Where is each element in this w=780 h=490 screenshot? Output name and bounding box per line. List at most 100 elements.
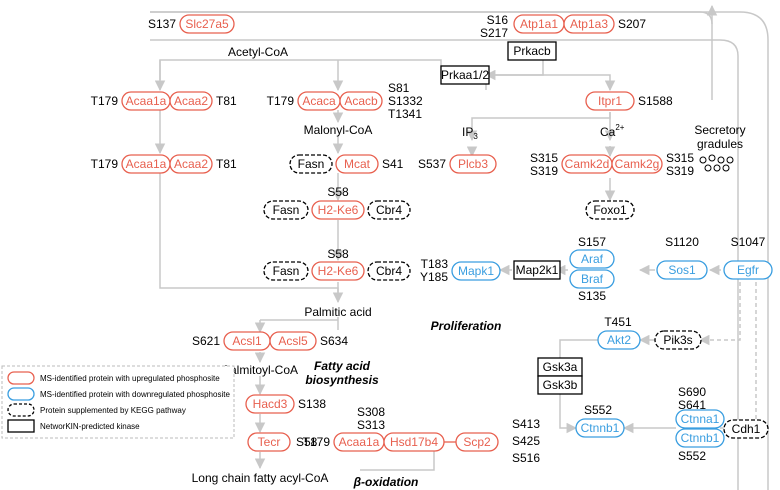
legend-swatch-kegg — [7, 403, 35, 417]
node-acaa1a-2: Acaa1a — [121, 154, 171, 174]
site-label: S58 — [327, 185, 349, 199]
node-akt2: Akt2 — [597, 330, 641, 350]
node-ctnnb1-2: Ctnnb1 — [675, 428, 725, 448]
site-label: T179 — [267, 94, 295, 108]
site-label: S690 — [678, 385, 706, 399]
node-tecr: Tecr — [247, 432, 291, 452]
site-label: S157 — [578, 235, 606, 249]
site-label: S319 — [666, 164, 694, 178]
node-acaa1a-3: Acaa1a — [333, 432, 385, 452]
legend-swatch-up — [7, 371, 35, 385]
node-pik3s: Pik3s — [654, 330, 702, 350]
node-plcb3: Plcb3 — [449, 154, 497, 174]
node-label: Scp2 — [463, 435, 491, 449]
site-label: Y185 — [420, 270, 448, 284]
node-label: Slc27a5 — [185, 17, 229, 31]
node-label: Itpr1 — [598, 94, 622, 108]
node-label: H2-Ke6 — [318, 264, 359, 278]
site-label: S552 — [584, 403, 612, 417]
node-label: Acaa1a — [126, 157, 167, 171]
site-label: S81 — [388, 81, 410, 95]
legend-label-up: MS-identified protein with upregulated p… — [40, 374, 220, 383]
site-label: S634 — [320, 334, 348, 348]
process-fatty-acid: Fatty acid — [314, 359, 371, 373]
node-label: Camk2g — [615, 157, 660, 171]
node-fasn-3: Fasn — [263, 261, 309, 281]
node-label: Foxo1 — [593, 203, 627, 217]
node-label: Plcb3 — [458, 157, 488, 171]
secretory-granules-icon — [699, 154, 734, 172]
node-label: Tecr — [258, 435, 281, 449]
legend-label-kinase: NetworKIN-predicted kinase — [40, 422, 140, 431]
node-itpr1: Itpr1 — [585, 91, 635, 111]
secretory-label-1: Secretory — [694, 123, 745, 137]
node-acaa1a-1: Acaa1a — [121, 91, 171, 111]
metabolite-palmitic-acid: Palmitic acid — [304, 305, 371, 319]
site-label: T1341 — [388, 107, 422, 121]
node-label: Mapk1 — [458, 264, 494, 278]
site-label: S413 — [512, 417, 540, 431]
site-label: S1588 — [638, 94, 673, 108]
node-hsd17b4: Hsd17b4 — [383, 432, 445, 452]
node-camk2g: Camk2g — [611, 154, 663, 174]
node-acsl5: Acsl5 — [269, 331, 317, 351]
process-beta-oxidation: β-oxidation — [353, 475, 419, 489]
site-label: S135 — [578, 289, 606, 303]
node-label: Acaa1a — [126, 94, 167, 108]
node-label: Atp1a3 — [570, 17, 608, 31]
site-label: S552 — [678, 449, 706, 463]
node-label: Map2k1 — [516, 263, 559, 277]
legend: MS-identified protein with upregulated p… — [1, 365, 235, 439]
site-label: S641 — [678, 398, 706, 412]
node-label: Egfr — [737, 263, 759, 277]
node-label: Acaca — [302, 94, 336, 108]
node-atp1a1: Atp1a1 — [513, 14, 565, 34]
node-label: Fasn — [298, 157, 325, 171]
node-label: Atp1a1 — [520, 17, 558, 31]
legend-label-kegg: Protein supplemented by KEGG pathway — [40, 406, 186, 415]
metabolite-palmitoyl-coa: Palmitoyl-CoA — [222, 363, 298, 377]
node-label: Akt2 — [607, 333, 631, 347]
node-map2k1: Map2k1 — [513, 260, 561, 280]
metabolite-long-chain: Long chain fatty acyl-CoA — [192, 471, 329, 485]
node-acaca: Acaca — [297, 91, 341, 111]
site-label: S425 — [512, 434, 540, 448]
node-label: Acaa2 — [174, 157, 208, 171]
node-label: Braf — [581, 272, 604, 286]
secretory-label-2: gradules — [697, 137, 743, 151]
process-biosynthesis: biosynthesis — [305, 373, 379, 387]
node-hacd3: Hacd3 — [245, 394, 295, 414]
site-label: S137 — [148, 17, 176, 31]
site-label: T179 — [303, 435, 331, 449]
node-label: Acsl1 — [232, 334, 262, 348]
node-label: Acaa2 — [174, 94, 208, 108]
metabolite-ca: Ca2+ — [600, 123, 625, 139]
node-label: Ctnna1 — [681, 412, 720, 426]
node-foxo1: Foxo1 — [585, 200, 635, 220]
node-acaa2-2: Acaa2 — [169, 154, 213, 174]
legend-swatch-down — [7, 387, 35, 401]
site-label: S207 — [618, 17, 646, 31]
node-label: Acacb — [344, 94, 378, 108]
node-acacb: Acacb — [339, 91, 383, 111]
site-label: T179 — [91, 94, 119, 108]
node-label: Acsl5 — [278, 334, 308, 348]
node-label: Acaa1a — [339, 435, 380, 449]
site-label: S621 — [192, 334, 220, 348]
site-label: T81 — [216, 94, 237, 108]
node-label: Prkacb — [513, 44, 551, 58]
legend-swatch-kinase — [7, 419, 35, 433]
node-mapk1: Mapk1 — [451, 261, 501, 281]
node-label: Hsd17b4 — [390, 435, 438, 449]
site-label: S313 — [357, 418, 385, 432]
node-slc27a5: Slc27a5 — [179, 14, 235, 34]
site-label: S41 — [382, 157, 404, 171]
node-label: Hacd3 — [253, 397, 288, 411]
site-label: T81 — [216, 157, 237, 171]
site-label: S1047 — [731, 235, 766, 249]
node-label: Camk2d — [565, 157, 610, 171]
node-gsk3a: Gsk3a — [537, 357, 583, 377]
node-label: Sos1 — [668, 263, 696, 277]
node-egfr: Egfr — [723, 260, 773, 280]
